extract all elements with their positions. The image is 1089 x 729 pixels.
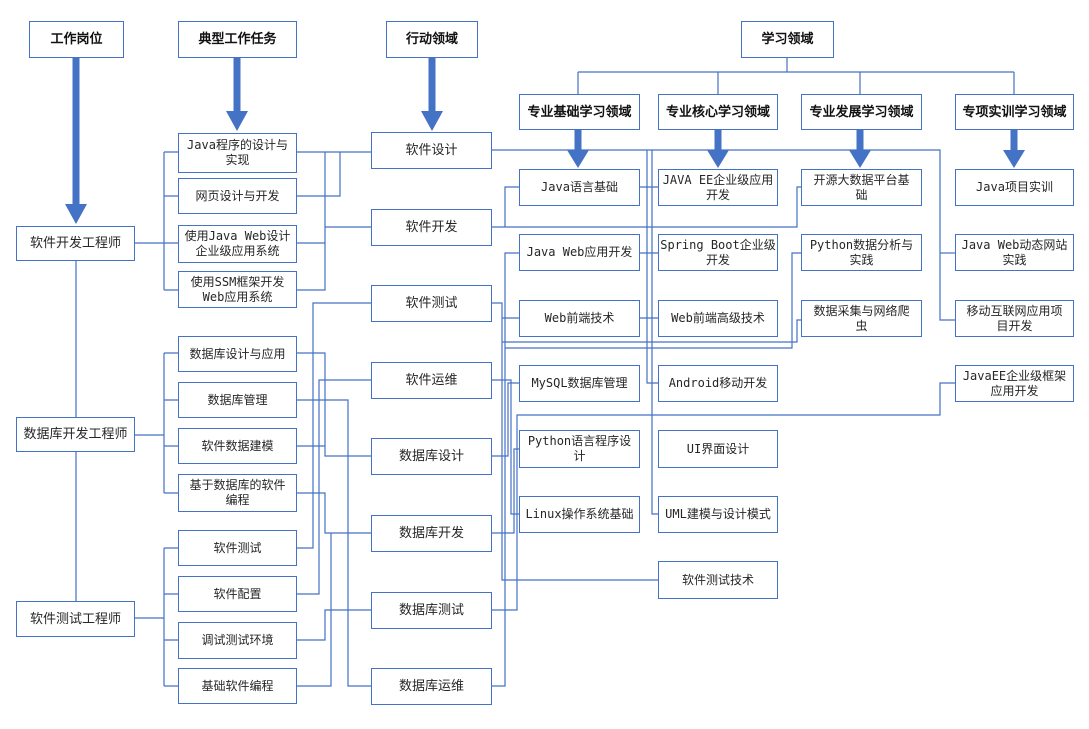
course-python-programming: Python语言程序设计 — [519, 430, 640, 468]
course-uml-design-patterns: UML建模与设计模式 — [658, 496, 778, 533]
connector-software-tester-tasks — [135, 547, 178, 687]
arrow-category-basic-down — [567, 130, 589, 168]
category-professional-core: 专业核心学习领域 — [658, 94, 778, 130]
arrow-job-down — [65, 58, 87, 224]
task-software-testing: 软件测试 — [178, 530, 297, 566]
task-test-environment-debugging: 调试测试环境 — [178, 622, 297, 659]
connector-action-course — [651, 150, 658, 515]
connector-task-action — [297, 302, 371, 549]
header-action: 行动领域 — [386, 21, 478, 58]
connector-action-course — [492, 379, 519, 515]
task-ssm-web-app: 使用SSM框架开发Web应用系统 — [178, 271, 297, 308]
connector-action-course — [502, 319, 801, 343]
action-database-operations: 数据库运维 — [371, 668, 492, 705]
course-python-data-analysis: Python数据分析与实践 — [801, 234, 922, 271]
arrow-category-practical-down — [1003, 130, 1025, 168]
task-web-page-design: 网页设计与开发 — [178, 178, 297, 214]
task-java-program-design: Java程序的设计与实现 — [178, 133, 297, 173]
connector-software-developer-tasks — [135, 151, 178, 291]
course-web-frontend: Web前端技术 — [519, 300, 640, 337]
action-software-development: 软件开发 — [371, 209, 492, 246]
category-professional-basic: 专业基础学习领域 — [519, 94, 640, 130]
task-software-data-modeling: 软件数据建模 — [178, 428, 297, 464]
course-mysql-management: MySQL数据库管理 — [519, 365, 640, 402]
connector-database-developer-tasks — [135, 352, 178, 494]
action-database-testing: 数据库测试 — [371, 592, 492, 629]
action-database-design: 数据库设计 — [371, 438, 492, 475]
course-android-development: Android移动开发 — [658, 365, 778, 402]
connector-action-course — [492, 252, 519, 687]
connector-task-action — [297, 492, 371, 534]
connector-action-course — [492, 302, 658, 581]
job-software-tester: 软件测试工程师 — [16, 601, 135, 637]
arrow-category-core-down — [707, 130, 729, 168]
course-java-web-development: Java Web应用开发 — [519, 234, 640, 271]
connector-task-action — [297, 533, 332, 687]
task-database-management: 数据库管理 — [178, 382, 297, 418]
action-software-testing: 软件测试 — [371, 285, 492, 322]
action-software-operations: 软件运维 — [371, 362, 492, 399]
arrow-category-development-down — [849, 130, 871, 168]
action-software-design: 软件设计 — [371, 132, 492, 169]
connector-task-action — [297, 243, 326, 291]
connector-task-action — [297, 226, 371, 244]
connector-action-course — [646, 150, 658, 384]
connector-action-course — [492, 382, 519, 457]
course-linux-basics: Linux操作系统基础 — [519, 496, 640, 533]
connector-action-course — [492, 382, 955, 611]
task-basic-programming: 基础软件编程 — [178, 668, 297, 704]
header-task: 典型工作任务 — [178, 21, 297, 58]
arrow-action-down — [421, 56, 443, 131]
connector-action-course — [492, 186, 801, 228]
connector-task-action — [297, 399, 371, 687]
connector-task-action — [297, 609, 371, 641]
job-database-developer: 数据库开发工程师 — [16, 417, 135, 452]
task-software-configuration: 软件配置 — [178, 576, 297, 612]
connector-task-action — [297, 152, 341, 197]
course-big-data-platform: 开源大数据平台基础 — [801, 169, 922, 206]
connector-task-action — [297, 352, 371, 457]
course-web-frontend-advanced: Web前端高级技术 — [658, 300, 778, 337]
course-java-basics: Java语言基础 — [519, 169, 640, 206]
action-database-development: 数据库开发 — [371, 515, 492, 552]
category-professional-development: 专业发展学习领域 — [801, 94, 922, 130]
task-java-web-enterprise: 使用Java Web设计企业级应用系统 — [178, 225, 297, 263]
connector-task-action — [297, 379, 371, 595]
job-software-developer: 软件开发工程师 — [16, 226, 135, 261]
header-learning: 学习领域 — [741, 21, 834, 58]
task-database-programming: 基于数据库的软件编程 — [178, 474, 297, 512]
task-database-design-application: 数据库设计与应用 — [178, 336, 297, 372]
course-java-ee-framework: JavaEE企业级框架应用开发 — [955, 365, 1074, 402]
course-web-crawler: 数据采集与网络爬虫 — [801, 300, 922, 337]
connector-learning-tree — [577, 58, 1015, 94]
course-mobile-internet-project: 移动互联网应用项目开发 — [955, 300, 1074, 337]
course-ui-design: UI界面设计 — [658, 430, 778, 468]
course-spring-boot: Spring Boot企业级开发 — [658, 234, 778, 271]
course-software-testing-techniques: 软件测试技术 — [658, 561, 778, 599]
connector-action-course — [492, 149, 955, 321]
header-job: 工作岗位 — [29, 21, 124, 58]
connector-action-course — [505, 252, 801, 349]
connector-action-course — [504, 186, 519, 227]
course-java-ee-development: JAVA EE企业级应用开发 — [658, 169, 778, 206]
course-java-project-training: Java项目实训 — [955, 169, 1074, 206]
category-special-training: 专项实训学习领域 — [955, 94, 1074, 130]
course-java-web-dynamic-site: Java Web动态网站实践 — [955, 234, 1074, 271]
arrow-task-down — [226, 56, 248, 131]
